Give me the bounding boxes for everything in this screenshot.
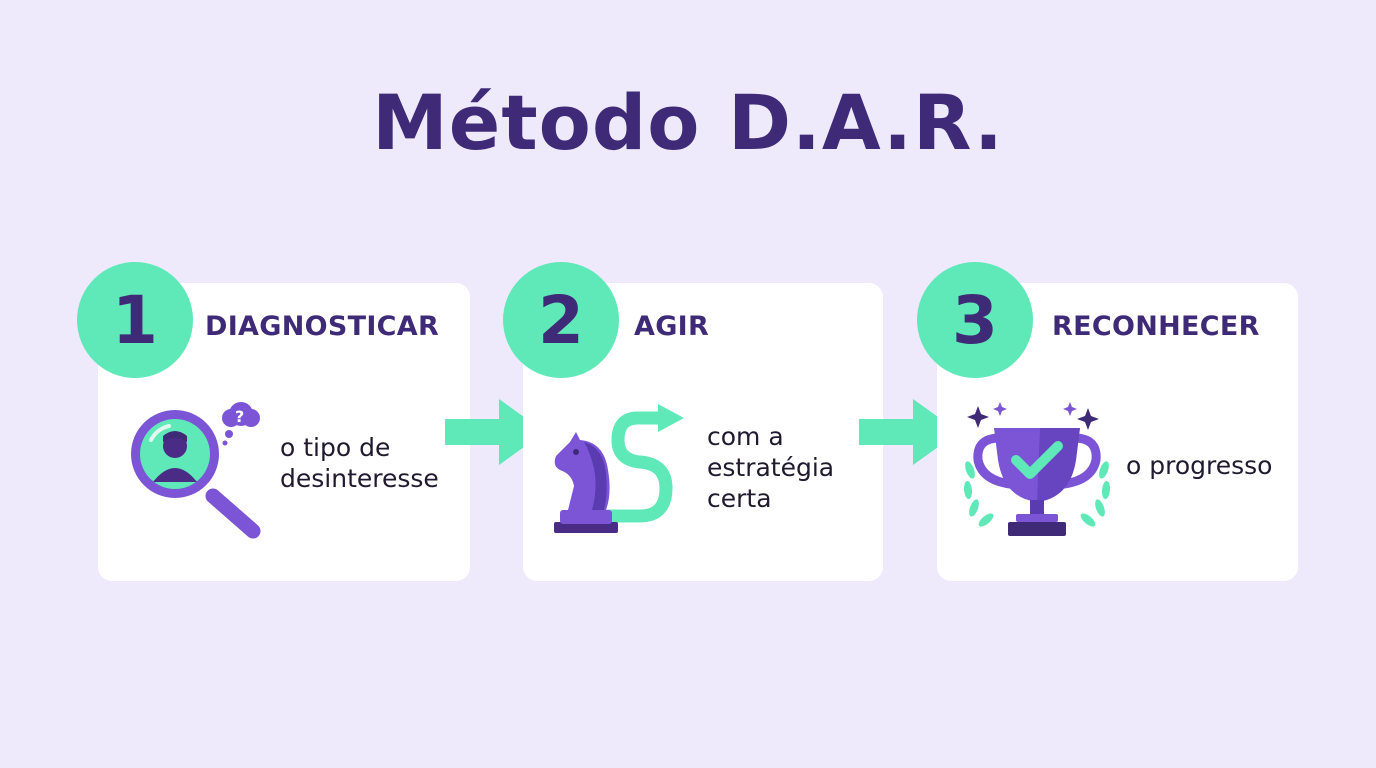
page-title: Método D.A.R. bbox=[372, 78, 1004, 167]
trophy-icon bbox=[963, 402, 1111, 536]
step-number-badge: 3 bbox=[917, 262, 1033, 378]
step-label-agir: AGIR bbox=[634, 311, 710, 342]
arrow-right-icon bbox=[445, 399, 545, 465]
step-description-agir: com a estratégia certa bbox=[707, 422, 835, 513]
step-label-reconhecer: RECONHECER bbox=[1052, 311, 1260, 342]
chess-knight-icon bbox=[554, 404, 684, 533]
arrow-right-icon bbox=[859, 399, 959, 465]
step-label-diagnosticar: DIAGNOSTICAR bbox=[205, 311, 440, 342]
step-number-badge: 2 bbox=[503, 262, 619, 378]
step-description-diagnosticar: o tipo de desinteresse bbox=[280, 433, 439, 493]
step-number-badge: 1 bbox=[77, 262, 193, 378]
step-description-reconhecer: o progresso bbox=[1126, 451, 1273, 480]
magnifier-person-icon: ? bbox=[131, 402, 261, 539]
svg-text:?: ? bbox=[235, 407, 244, 426]
